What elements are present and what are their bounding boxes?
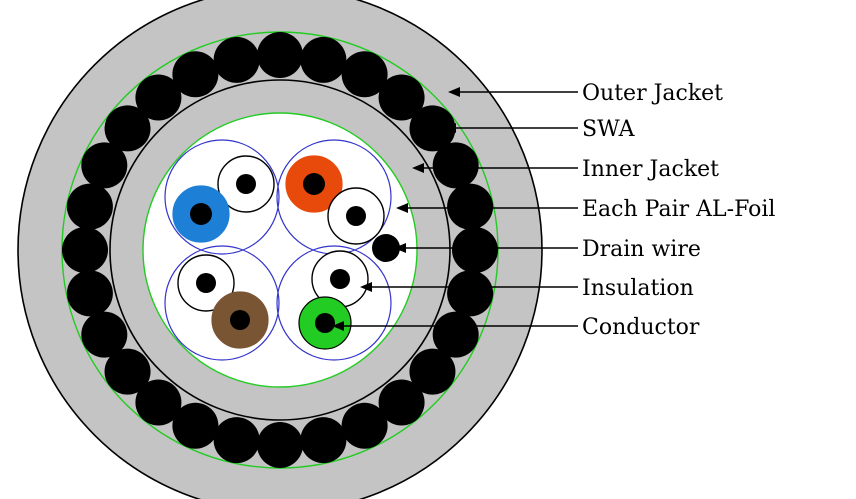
pair-foil-bottom-right (276, 245, 392, 361)
conductor (315, 313, 335, 333)
armour-wire (300, 417, 347, 464)
leader-lines (332, 87, 578, 331)
conductor (346, 206, 366, 226)
armour-wire (300, 36, 347, 83)
label-inner-jacket: Inner Jacket (582, 157, 719, 182)
armour-wire (66, 270, 113, 317)
armour-wire (378, 379, 425, 426)
armour-wire (104, 105, 151, 152)
armour-wire (257, 422, 303, 468)
armour-wire (135, 379, 182, 426)
label-drain-wire: Drain wire (582, 237, 701, 262)
label-outer-jacket: Outer Jacket (582, 81, 723, 106)
conductor (236, 174, 256, 194)
pair-orange-white (285, 155, 385, 245)
armour-wire (172, 402, 219, 449)
armour-wire (213, 417, 260, 464)
armour-wire (81, 142, 128, 189)
pair-foil-top-left (164, 139, 280, 255)
label-conductor: Conductor (582, 315, 700, 340)
armour-wire (341, 402, 388, 449)
conductor (190, 203, 212, 225)
conductor (330, 269, 350, 289)
pair-green-white (298, 250, 369, 350)
armour-wire (378, 74, 425, 121)
label-swa: SWA (582, 117, 636, 142)
label-insulation: Insulation (582, 276, 694, 301)
pair-blue-white (172, 155, 275, 243)
armour-wire (409, 348, 456, 395)
armour-wire (104, 348, 151, 395)
armour-wire (257, 32, 303, 78)
pair-brown-white (177, 254, 269, 349)
armour-wire (447, 183, 494, 230)
armour-wire (213, 36, 260, 83)
drain-wire (372, 234, 400, 262)
armour-wire (447, 270, 494, 317)
armour-wire (432, 311, 479, 358)
pair-foil-bottom-left (164, 245, 280, 361)
armour-wire (432, 142, 479, 189)
armour-wire (409, 105, 456, 152)
armour-wire (66, 183, 113, 230)
armour-wire (172, 51, 219, 98)
armour-wire (341, 51, 388, 98)
conductor (303, 173, 325, 195)
armour-wire (135, 74, 182, 121)
conductor (230, 310, 250, 330)
conductor (196, 273, 216, 293)
swa-armour-wires (62, 32, 498, 468)
armour-wire (81, 311, 128, 358)
armour-wire (62, 227, 108, 273)
label-each-pair-al-foil: Each Pair AL-Foil (582, 197, 775, 222)
armour-wire (452, 227, 498, 273)
